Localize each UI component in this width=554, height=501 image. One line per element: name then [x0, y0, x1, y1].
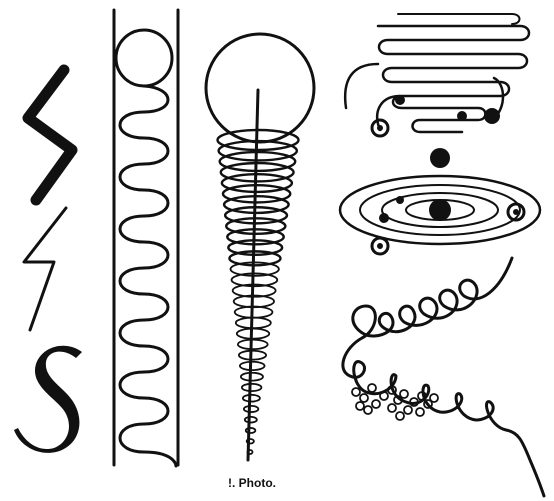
coil-bead-right — [457, 111, 467, 121]
thin-zigzag-glyph — [24, 208, 66, 330]
helix-loop — [248, 450, 253, 454]
helix-bead-cluster — [352, 384, 438, 420]
helix-loop — [236, 318, 271, 329]
tube-spring — [120, 86, 176, 466]
orbit-body-top — [396, 196, 404, 204]
helix-ball — [206, 34, 314, 142]
coil-bead-left — [395, 95, 405, 105]
ball-with-conical-helix — [206, 34, 314, 460]
ball-in-tube-spiral — [114, 10, 178, 466]
helix-loops — [218, 130, 299, 454]
helix-loop — [242, 384, 262, 391]
elliptical-orbit-system — [340, 176, 540, 254]
looping-helix-trail — [343, 258, 544, 496]
orbit-nucleus — [429, 199, 451, 221]
helix-loop — [245, 417, 257, 423]
helix-loop — [241, 373, 263, 381]
helix-loop — [237, 329, 269, 339]
serif-s-glyph — [14, 346, 82, 453]
orbit-body-left — [379, 213, 389, 223]
layered-coil-apparatus — [345, 14, 529, 168]
helix-loop — [240, 362, 265, 370]
helix-loop — [239, 351, 266, 360]
helix-loop — [243, 395, 260, 402]
figure-caption: !. Photo. — [228, 476, 276, 490]
tube-ball — [116, 30, 172, 86]
helix-loop — [238, 340, 268, 350]
coil-ring-right — [484, 108, 500, 124]
bent-lightning-glyph — [28, 70, 72, 200]
coil-core — [430, 148, 450, 168]
helix-loop — [246, 428, 256, 433]
helix-loop — [244, 406, 258, 412]
